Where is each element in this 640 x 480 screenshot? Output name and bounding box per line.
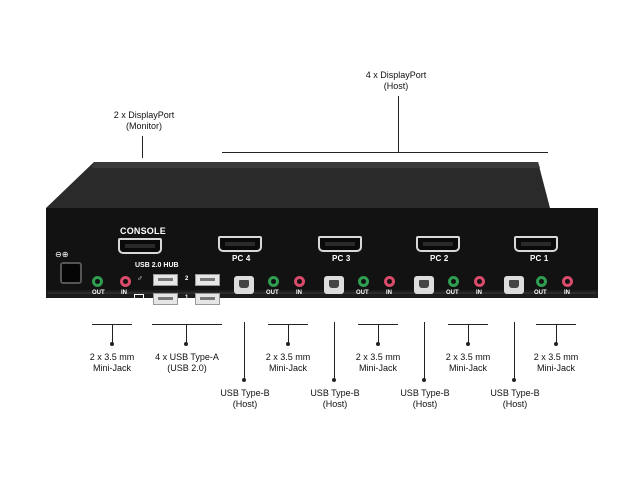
pc4-label: PC 4 [232, 254, 251, 263]
pc4-audio-out-jack[interactable] [268, 276, 279, 287]
leader-line [288, 324, 289, 344]
leader-line [142, 136, 143, 158]
dc-power-jack[interactable] [60, 262, 82, 284]
leader-dot [242, 378, 246, 382]
usb-hub-port[interactable] [153, 274, 178, 286]
console-displayport[interactable] [118, 238, 162, 254]
leader-line [514, 322, 515, 380]
leader-line [556, 324, 557, 344]
hub-port-2-label: 2 [185, 276, 189, 282]
usb4-typeb-port[interactable] [234, 276, 254, 294]
out-label: OUT [92, 290, 105, 296]
leader-dot [110, 342, 114, 346]
pc3-label: PC 3 [332, 254, 351, 263]
pc3-mic-in-jack[interactable] [384, 276, 395, 287]
callout-usb4: USB Type-B (Host) [220, 388, 270, 409]
pc2-mic-in-jack[interactable] [474, 276, 485, 287]
out-label: OUT [534, 290, 547, 296]
callout-pc3-jack: 2 x 3.5 mm Mini-Jack [355, 352, 401, 373]
console-label: CONSOLE [120, 226, 166, 236]
leader-line [468, 324, 469, 344]
callout-console-jack: 2 x 3.5 mm Mini-Jack [89, 352, 135, 373]
callout-usb1: USB Type-B (Host) [490, 388, 540, 409]
usb-hub-port[interactable] [195, 293, 220, 305]
keyboard-icon [134, 294, 144, 300]
leader-line [424, 322, 425, 380]
usb1-label: USB 1 [503, 300, 528, 309]
out-label: OUT [266, 290, 279, 296]
in-label: IN [296, 290, 302, 296]
leader-dot [376, 342, 380, 346]
pc1-displayport[interactable] [514, 236, 558, 252]
pc2-label: PC 2 [430, 254, 449, 263]
pc3-displayport[interactable] [318, 236, 362, 252]
leader-dot [554, 342, 558, 346]
leader-line [398, 96, 399, 152]
pc2-audio-out-jack[interactable] [448, 276, 459, 287]
usb-hub-port[interactable] [153, 293, 178, 305]
leader-line [222, 152, 548, 153]
headphone-icon: ♂ [137, 274, 143, 283]
usb-hub-label: USB 2.0 HUB [135, 262, 179, 269]
pc2-displayport[interactable] [416, 236, 460, 252]
out-label: OUT [446, 290, 459, 296]
pc4-mic-in-jack[interactable] [294, 276, 305, 287]
callout-usb-hub: 4 x USB Type-A (USB 2.0) [155, 352, 219, 373]
pc1-label: PC 1 [530, 254, 549, 263]
leader-dot [512, 378, 516, 382]
pc4-displayport[interactable] [218, 236, 262, 252]
leader-dot [332, 378, 336, 382]
callout-usb2: USB Type-B (Host) [400, 388, 450, 409]
leader-line [152, 324, 222, 325]
leader-dot [286, 342, 290, 346]
leader-dot [422, 378, 426, 382]
usb2-typeb-port[interactable] [414, 276, 434, 294]
dc-label: DC 9-12V [52, 300, 89, 309]
console-audio-out-jack[interactable] [92, 276, 103, 287]
leader-line [244, 322, 245, 380]
leader-line [186, 324, 187, 344]
usb3-typeb-port[interactable] [324, 276, 344, 294]
pc1-mic-in-jack[interactable] [562, 276, 573, 287]
in-label: IN [121, 290, 127, 296]
pc1-audio-out-jack[interactable] [536, 276, 547, 287]
hub-port-1-label: 1 [185, 295, 189, 301]
callout-displayport-host: 4 x DisplayPort (Host) [365, 70, 427, 91]
usb1-typeb-port[interactable] [504, 276, 524, 294]
callout-pc2-jack: 2 x 3.5 mm Mini-Jack [445, 352, 491, 373]
usb2-label: USB 2 [413, 300, 438, 309]
dc-polarity-icon: ⊖⊕ [55, 250, 69, 259]
leader-line [378, 324, 379, 344]
usb4-label: USB 4 [233, 300, 258, 309]
in-label: IN [564, 290, 570, 296]
leader-line [334, 322, 335, 380]
in-label: IN [476, 290, 482, 296]
console-mic-in-jack[interactable] [120, 276, 131, 287]
leader-line [112, 324, 113, 344]
in-label: IN [386, 290, 392, 296]
usb-hub-port[interactable] [195, 274, 220, 286]
out-label: OUT [356, 290, 369, 296]
callout-usb3: USB Type-B (Host) [310, 388, 360, 409]
leader-dot [184, 342, 188, 346]
callout-pc1-jack: 2 x 3.5 mm Mini-Jack [533, 352, 579, 373]
leader-dot [466, 342, 470, 346]
callout-pc4-jack: 2 x 3.5 mm Mini-Jack [265, 352, 311, 373]
pc3-audio-out-jack[interactable] [358, 276, 369, 287]
callout-displayport-monitor: 2 x DisplayPort (Monitor) [113, 110, 175, 131]
usb3-label: USB 3 [323, 300, 348, 309]
